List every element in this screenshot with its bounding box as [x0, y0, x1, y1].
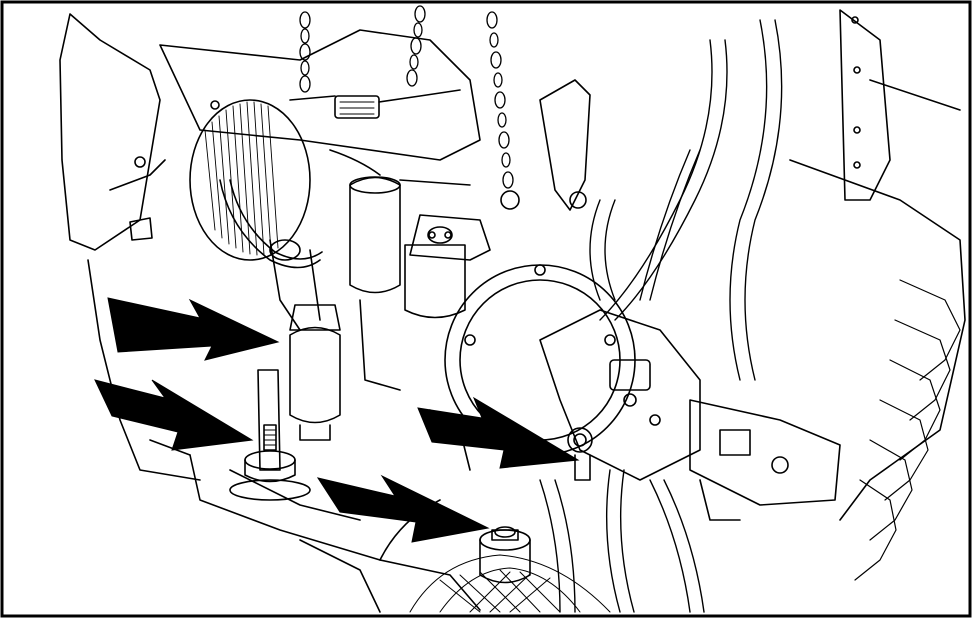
gear-pump	[689, 399, 841, 506]
lifting-chains	[299, 5, 591, 211]
arrow-lower-left	[94, 379, 254, 451]
tire-tread	[854, 279, 961, 581]
hydraulic-pump-body	[539, 309, 701, 481]
right-side-panel	[839, 9, 891, 201]
front-left-canister	[289, 326, 341, 424]
arrow-center	[316, 474, 490, 543]
lower-frame-rail	[189, 454, 481, 611]
front-left-mount-bolt	[229, 369, 311, 501]
right-mount-bolt	[567, 427, 593, 481]
water-separator	[404, 244, 466, 319]
ecu-connector	[334, 95, 380, 119]
left-fender-panel	[59, 13, 161, 251]
fan-shroud	[189, 99, 311, 261]
wiring-loom	[409, 554, 611, 613]
hydraulic-hoses	[539, 19, 783, 613]
fuel-filter	[349, 176, 401, 294]
arrow-upper-left	[107, 297, 280, 361]
front-center-mount	[479, 526, 531, 584]
engine-top-cover	[159, 29, 481, 161]
arrow-right	[417, 396, 580, 469]
